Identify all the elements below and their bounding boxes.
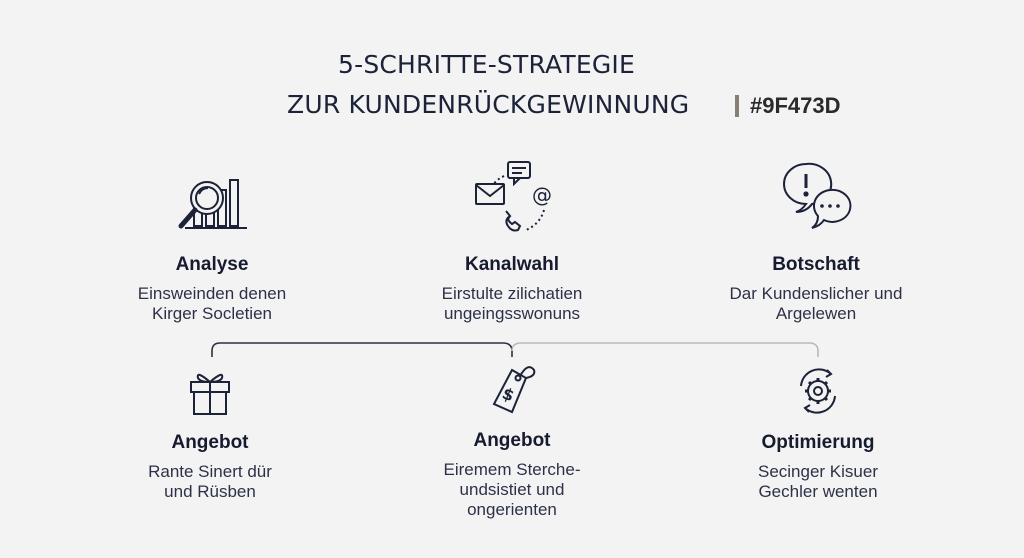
- step-desc-line: ongerienten: [467, 500, 557, 519]
- color-tag-bar: [735, 95, 739, 117]
- step-desc-line: Einsweinden denen: [137, 284, 287, 303]
- step-desc-line: und Rüsben: [164, 482, 256, 501]
- connector-right: [511, 342, 819, 357]
- step-angebot-gift: Angebot Rante Sinert dür und Rüsben: [110, 366, 310, 502]
- step-analyse: Analyse Einsweinden denen Kirger Socleti…: [112, 172, 312, 324]
- gift-icon: [190, 373, 230, 415]
- step-desc-line: undsistiet und: [459, 480, 565, 499]
- step-heading: Angebot: [473, 430, 551, 451]
- title-line-2: ZUR KUNDENRÜCKGEWINNUNG: [287, 90, 690, 119]
- step-desc-line: Rante Sinert dür: [148, 462, 272, 481]
- step-optimierung: Optimierung Secinger Kisuer Gechler went…: [718, 364, 918, 502]
- mail-chat-phone-icon: @: [475, 161, 552, 232]
- gear-cycle-icon: [800, 368, 836, 414]
- step-desc-line: Argelewen: [775, 304, 857, 323]
- step-desc-line: Eirstulte zilichatien: [441, 284, 583, 303]
- price-tag-icon: $: [492, 366, 536, 414]
- step-desc-line: Secinger Kisuer: [757, 462, 878, 481]
- color-tag-label: #9F473D: [750, 93, 841, 118]
- step-heading: Angebot: [171, 432, 249, 453]
- step-heading: Botschaft: [772, 254, 860, 275]
- step-desc-line: Kirger Socletien: [151, 304, 272, 323]
- title-line-1: 5-SCHRITTE-STRATEGIE: [338, 50, 635, 79]
- step-heading: Analyse: [175, 254, 249, 275]
- speech-bubbles-icon: [783, 162, 852, 229]
- step-heading: Kanalwahl: [465, 254, 559, 275]
- step-desc-line: Dar Kundenslicher und: [729, 284, 903, 303]
- step-angebot-price: $ Angebot Eiremem Sterche- undsistiet un…: [412, 360, 612, 520]
- connector-left: [211, 342, 513, 357]
- step-kanalwahl: @ Kanalwahl Eirstulte zilichatien ungein…: [412, 158, 612, 324]
- step-desc-line: Gechler wenten: [758, 482, 878, 501]
- step-desc-line: Eiremem Sterche-: [443, 460, 581, 479]
- svg-text:@: @: [532, 183, 552, 207]
- step-desc-line: ungeingsswonuns: [443, 304, 581, 323]
- step-botschaft: Botschaft Dar Kundenslicher und Argelewe…: [716, 160, 916, 324]
- magnifier-bar-chart-icon: [178, 179, 247, 229]
- step-heading: Optimierung: [761, 432, 875, 453]
